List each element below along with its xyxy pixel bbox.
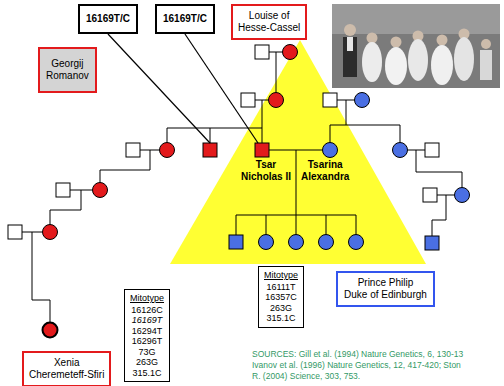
mitotype-box: Mitotype16111T 16357C 263G 315.1C bbox=[258, 266, 304, 328]
source-note: SOURCES: Gill et al. (1994) Nature Genet… bbox=[252, 349, 463, 360]
pedigree-symbol bbox=[289, 235, 304, 250]
box-text: Prince Philip Duke of Edinburgh bbox=[344, 277, 427, 301]
family-photo bbox=[385, 47, 407, 85]
box-text: Xenia Cheremeteff-Sfiri bbox=[29, 357, 104, 381]
person-box: Xenia Cheremeteff-Sfiri bbox=[22, 351, 111, 386]
pedigree-symbol bbox=[349, 235, 364, 250]
family-photo bbox=[480, 50, 492, 80]
mitotype-heading: Mitotype bbox=[264, 270, 298, 281]
box-text: 16169T/C bbox=[163, 13, 207, 25]
person-box: Georgij Romanov bbox=[38, 47, 97, 93]
family-photo bbox=[343, 37, 357, 77]
pedigree-symbol bbox=[425, 143, 439, 157]
pedigree-symbol bbox=[455, 188, 470, 203]
pedigree-symbol bbox=[160, 143, 175, 158]
pedigree-symbol bbox=[93, 183, 108, 198]
pedigree-symbol bbox=[126, 143, 140, 157]
person-label: Tsar Nicholas II bbox=[241, 159, 291, 183]
family-photo bbox=[408, 39, 428, 81]
pedigree-symbol bbox=[259, 235, 274, 250]
pedigree-line bbox=[236, 215, 356, 235]
source-block: SOURCES: Gill et al. (1994) Nature Genet… bbox=[252, 349, 463, 382]
family-photo bbox=[362, 42, 382, 82]
family-photo bbox=[367, 33, 378, 44]
box-text: 16111T 16357C 263G 315.1C bbox=[264, 282, 298, 324]
pedigree-line bbox=[269, 52, 283, 93]
pedigree-line bbox=[22, 232, 50, 323]
box-text: 16126C 16169T 16294T 16296T 73G 263G 315… bbox=[130, 305, 164, 379]
box-text: Louise of Hesse-Cassel bbox=[238, 10, 300, 34]
person-label: Tsarina Alexandra bbox=[301, 159, 349, 183]
pedigree-symbol bbox=[255, 143, 269, 157]
family-photo bbox=[481, 39, 491, 49]
pedigree-symbol bbox=[241, 93, 255, 107]
pedigree-symbol bbox=[255, 45, 269, 59]
box-text: Georgij Romanov bbox=[46, 58, 89, 82]
pedigree-symbol bbox=[43, 323, 58, 338]
leader-line bbox=[185, 34, 258, 143]
family-photo bbox=[332, 4, 500, 88]
family-triangle bbox=[170, 40, 426, 264]
pedigree-line bbox=[167, 128, 262, 143]
family-photo bbox=[454, 37, 474, 81]
family-photo bbox=[437, 35, 448, 46]
pedigree-symbol bbox=[8, 225, 22, 239]
box-text: 16169T/C bbox=[86, 13, 130, 25]
family-photo bbox=[391, 37, 402, 48]
person-box: Prince Philip Duke of Edinburgh bbox=[336, 271, 435, 307]
pedigree-symbol bbox=[423, 188, 437, 202]
pedigree-symbol bbox=[323, 93, 337, 107]
pedigree-symbol bbox=[269, 93, 284, 108]
family-photo bbox=[431, 45, 453, 85]
family-photo bbox=[347, 37, 353, 51]
person-box: Louise of Hesse-Cassel bbox=[231, 4, 307, 40]
pedigree-symbol bbox=[323, 143, 338, 158]
leader-line bbox=[108, 34, 210, 143]
haplotype-tag: 16169T/C bbox=[155, 4, 215, 34]
haplotype-tag: 16169T/C bbox=[78, 4, 138, 34]
pedigree-symbol bbox=[319, 235, 334, 250]
mitotype-heading: Mitotype bbox=[130, 293, 164, 304]
pedigree-line bbox=[255, 100, 269, 143]
source-note: R. (2004) Science, 303, 753. bbox=[252, 371, 463, 382]
pedigree-symbol bbox=[393, 143, 408, 158]
pedigree-symbol bbox=[355, 93, 370, 108]
family-photo bbox=[332, 4, 500, 88]
pedigree-symbol bbox=[43, 225, 58, 240]
pedigree-symbol bbox=[56, 183, 70, 197]
pedigree-symbol bbox=[8, 45, 470, 338]
pedigree-symbol bbox=[229, 235, 243, 249]
pedigree-symbol bbox=[425, 236, 439, 250]
family-photo bbox=[332, 4, 500, 34]
pedigree-symbol bbox=[203, 143, 217, 157]
source-note: Ivanov et al. (1996) Nature Genetics, 12… bbox=[252, 360, 463, 371]
family-photo bbox=[344, 24, 356, 36]
pedigree-symbol bbox=[283, 45, 298, 60]
mitotype-box: Mitotype16126C 16169T 16294T 16296T 73G … bbox=[124, 289, 170, 382]
